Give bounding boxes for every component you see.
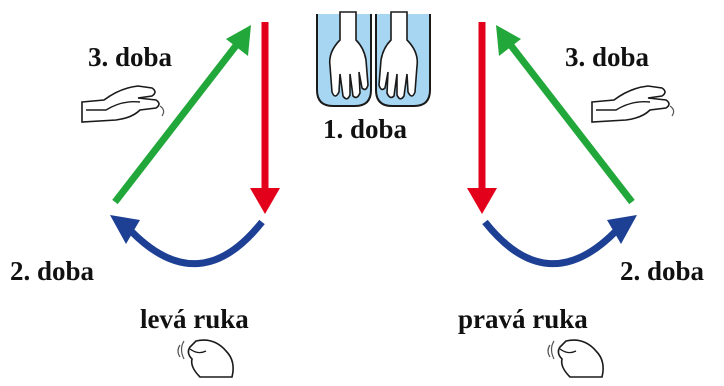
beat1-label: 1. doba bbox=[323, 114, 408, 144]
right-beat3-label: 3. doba bbox=[565, 42, 650, 72]
right-beat2-label: 2. doba bbox=[620, 256, 705, 286]
left-arc-arrow bbox=[110, 215, 265, 267]
left-hand-pattern bbox=[110, 22, 280, 267]
clapping-hands-icon bbox=[81, 85, 165, 123]
right-hand-pattern bbox=[467, 22, 637, 267]
right-arc-arrow bbox=[482, 215, 637, 267]
clapping-hands-icon bbox=[591, 85, 675, 123]
left-hand-label: levá ruka bbox=[140, 304, 249, 334]
left-beat2-label: 2. doba bbox=[10, 256, 95, 286]
left-upstroke-arrow bbox=[112, 25, 251, 205]
right-hand-label: pravá ruka bbox=[458, 304, 588, 334]
left-downstroke-arrow bbox=[250, 22, 280, 214]
hands-in-water-icon bbox=[316, 11, 431, 107]
snapping-fingers-icon bbox=[177, 339, 234, 378]
right-downstroke-arrow bbox=[467, 22, 497, 214]
right-upstroke-arrow bbox=[496, 25, 635, 205]
snapping-fingers-icon bbox=[547, 339, 604, 378]
left-beat3-label: 3. doba bbox=[88, 42, 173, 72]
